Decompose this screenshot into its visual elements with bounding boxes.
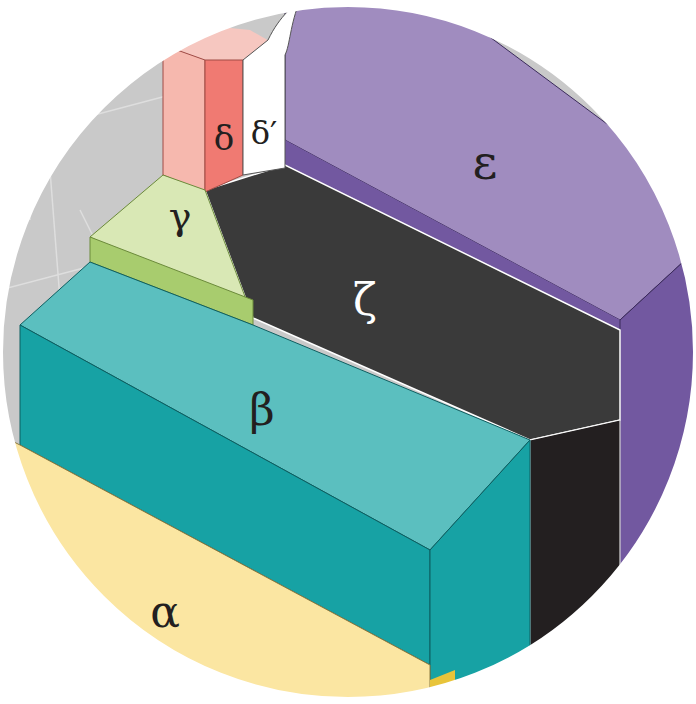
epsilon-label: ε [469,136,502,188]
block-letter: α [146,588,184,636]
zeta-label: ζ [349,276,381,324]
block-letter: ε [469,136,502,188]
zeta-side [530,420,620,704]
epsilon-side [620,250,696,704]
beta-side [430,440,530,704]
delta-front [205,60,243,192]
delta-left [163,45,205,192]
block-letter: ζ [349,276,381,324]
beta-label: β [245,386,278,434]
alpha-block [0,435,430,704]
delta-prime-face [243,0,300,175]
delta-label: δ [210,119,238,157]
block-letter: δ [210,119,238,157]
block-letter: β [245,386,278,434]
block-letter: δ′ [247,115,282,151]
delta-prime-label: δ′ [247,115,282,151]
view-circle [2,6,694,698]
gamma-label: γ [165,195,196,237]
block-letter: γ [165,195,196,237]
alpha-label: α [146,588,184,636]
